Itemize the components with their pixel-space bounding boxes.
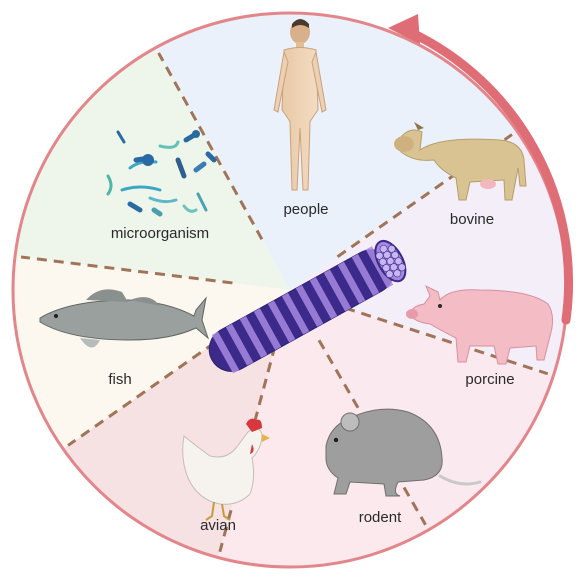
label-microorganism: microorganism <box>111 225 209 242</box>
label-fish: fish <box>108 371 131 388</box>
label-bovine: bovine <box>450 211 494 228</box>
label-porcine: porcine <box>465 371 514 388</box>
label-people: people <box>283 201 328 218</box>
label-avian: avian <box>200 517 236 534</box>
label-rodent: rodent <box>359 509 402 526</box>
